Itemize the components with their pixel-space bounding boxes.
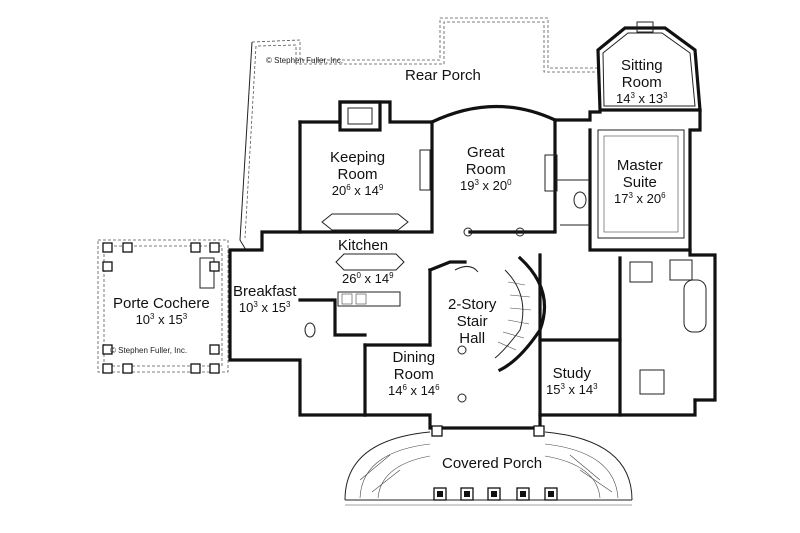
room-dimensions: 143 x 133 (616, 90, 668, 106)
label-dining-room: Dining Room 146 x 146 (388, 349, 440, 398)
label-sitting-room: Sitting Room 143 x 133 (616, 57, 668, 106)
label-rear-porch: Rear Porch (405, 67, 481, 85)
room-dimensions: 260 x 149 (342, 271, 394, 286)
room-name: Great (467, 144, 505, 161)
label-kitchen: Kitchen (338, 237, 389, 255)
room-name: Dining (392, 349, 436, 366)
label-keeping-room: Keeping Room 206 x 149 (330, 149, 386, 198)
label-study: Study 153 x 143 (546, 365, 598, 397)
room-dimensions: 153 x 143 (546, 381, 598, 397)
kitchen-island (321, 213, 409, 307)
room-dimensions: 146 x 146 (388, 382, 440, 398)
room-name: Room (465, 160, 506, 178)
label-kitchen-dimensions: 260 x 149 (342, 271, 394, 287)
room-name: Room (621, 73, 662, 91)
copyright-note-porte: © Stephen Fuller, Inc. (110, 346, 188, 355)
grand-stair (454, 255, 547, 373)
room-name: Room (393, 365, 434, 383)
master-suite-tray (597, 129, 685, 239)
porte-cochere-posts (102, 242, 220, 374)
interior-columns (457, 227, 525, 403)
label-porte-cochere: Porte Cochere 103 x 153 (113, 295, 210, 327)
label-master-suite: Master Suite 173 x 206 (614, 157, 666, 206)
room-name: Rear Porch (405, 67, 481, 84)
room-name: Master (616, 157, 663, 174)
room-name: Porte Cochere (113, 295, 210, 312)
label-great-room: Great Room 193 x 200 (460, 144, 512, 193)
room-dimensions: 193 x 200 (460, 177, 512, 193)
interior-walls (298, 118, 692, 417)
room-name: Covered Porch (442, 455, 543, 472)
bath-fixtures (304, 191, 707, 395)
fireplaces (338, 100, 558, 192)
room-name: Keeping (330, 149, 386, 166)
porte-cochere-outline (97, 239, 229, 373)
room-name: Room (337, 165, 378, 183)
room-dimensions: 173 x 206 (614, 190, 666, 206)
room-dimensions: 206 x 149 (331, 182, 384, 198)
room-name: Sitting (620, 57, 663, 74)
room-name: 2-Story (448, 296, 497, 313)
covered-porch-columns (431, 425, 558, 501)
room-name: Hall (459, 329, 486, 347)
rear-porch-outline (239, 17, 600, 251)
room-name: Breakfast (233, 283, 297, 300)
room-dimensions: 103 x 153 (135, 311, 188, 327)
room-dimensions: 103 x 153 (238, 299, 291, 315)
label-breakfast: Breakfast 103 x 153 (233, 283, 297, 315)
room-name: Suite (622, 173, 657, 191)
copyright-note-top: © Stephen Fuller, Inc. (266, 56, 344, 65)
room-name: Study (552, 365, 591, 382)
label-stair-hall: 2-Story Stair Hall (448, 296, 497, 347)
room-name: Kitchen (338, 237, 389, 254)
label-covered-porch: Covered Porch (442, 455, 543, 473)
room-name: Stair (456, 312, 488, 330)
